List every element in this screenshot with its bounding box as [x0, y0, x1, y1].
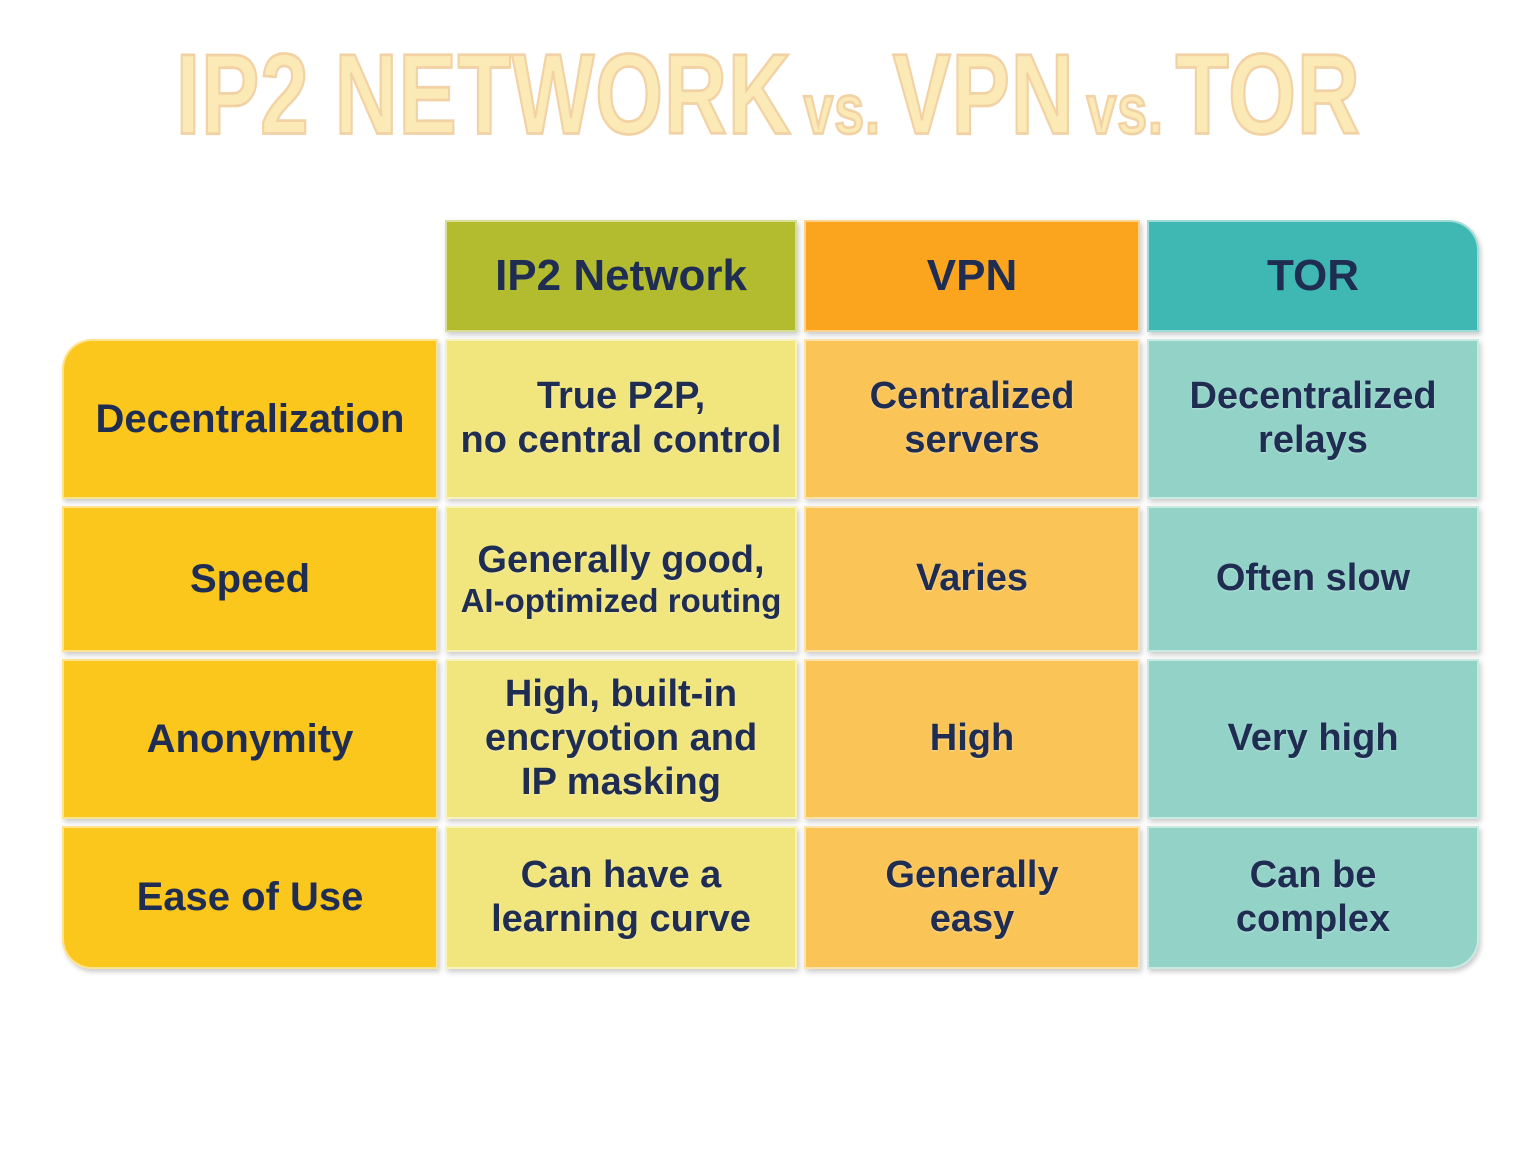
cell-ease-of-use-vpn: Generally easy	[804, 826, 1140, 969]
cell-speed-vpn: Varies	[804, 506, 1140, 652]
column-header-label: TOR	[1266, 251, 1360, 300]
table-corner-spacer	[62, 220, 438, 332]
cell-text: Can have a learning curve	[491, 853, 751, 940]
column-header-label: VPN	[926, 251, 1018, 300]
title-vpn: VPN	[891, 31, 1075, 159]
cell-decentralization-tor: Decentralized relays	[1147, 339, 1479, 499]
cell-speed-tor: Often slow	[1147, 506, 1479, 652]
row-label-text: Ease of Use	[136, 875, 364, 919]
cell-text: Centralized servers	[869, 375, 1075, 461]
comparison-table: IP2 Network VPN TOR Decentralization Tru…	[62, 220, 1479, 969]
cell-text: Can be complex	[1235, 853, 1391, 940]
cell-ease-of-use-tor: Can be complex	[1147, 826, 1479, 969]
title-vs-1: vs.	[802, 69, 881, 150]
cell-text: Generally good,	[477, 539, 765, 581]
row-label-text: Decentralization	[95, 396, 405, 441]
cell-text: High, built-in encryotion and IP masking	[484, 673, 758, 803]
column-header-vpn: VPN	[804, 220, 1140, 332]
cell-text: Very high	[1227, 717, 1399, 760]
title-vs-2: vs.	[1085, 69, 1164, 150]
cell-anonymity-ip2: High, built-in encryotion and IP masking	[445, 659, 797, 819]
cell-ease-of-use-ip2: Can have a learning curve	[445, 826, 797, 969]
cell-speed-ip2: Generally good, AI-optimized routing	[445, 506, 797, 652]
row-label-speed: Speed	[62, 506, 438, 652]
column-header-ip2-network: IP2 Network	[445, 220, 797, 332]
cell-text: Often slow	[1215, 557, 1411, 600]
column-header-label: IP2 Network	[495, 251, 747, 300]
row-label-anonymity: Anonymity	[62, 659, 438, 819]
cell-subtext: AI-optimized routing	[460, 581, 782, 619]
row-label-ease-of-use: Ease of Use	[62, 826, 438, 969]
cell-text: Generally easy	[885, 853, 1059, 940]
cell-text: True P2P, no central control	[460, 375, 782, 461]
title-tor: TOR	[1174, 31, 1361, 159]
row-label-decentralization: Decentralization	[62, 339, 438, 499]
cell-text: High	[929, 717, 1015, 760]
cell-decentralization-vpn: Centralized servers	[804, 339, 1140, 499]
title-ip2-network: IP2 NETWORK	[174, 31, 792, 159]
row-label-text: Speed	[189, 556, 311, 601]
row-label-text: Anonymity	[146, 716, 354, 761]
cell-text: Varies	[916, 557, 1028, 600]
cell-text: Decentralized relays	[1189, 375, 1437, 461]
cell-anonymity-vpn: High	[804, 659, 1140, 819]
column-header-tor: TOR	[1147, 220, 1479, 332]
cell-anonymity-tor: Very high	[1147, 659, 1479, 819]
cell-decentralization-ip2: True P2P, no central control	[445, 339, 797, 499]
